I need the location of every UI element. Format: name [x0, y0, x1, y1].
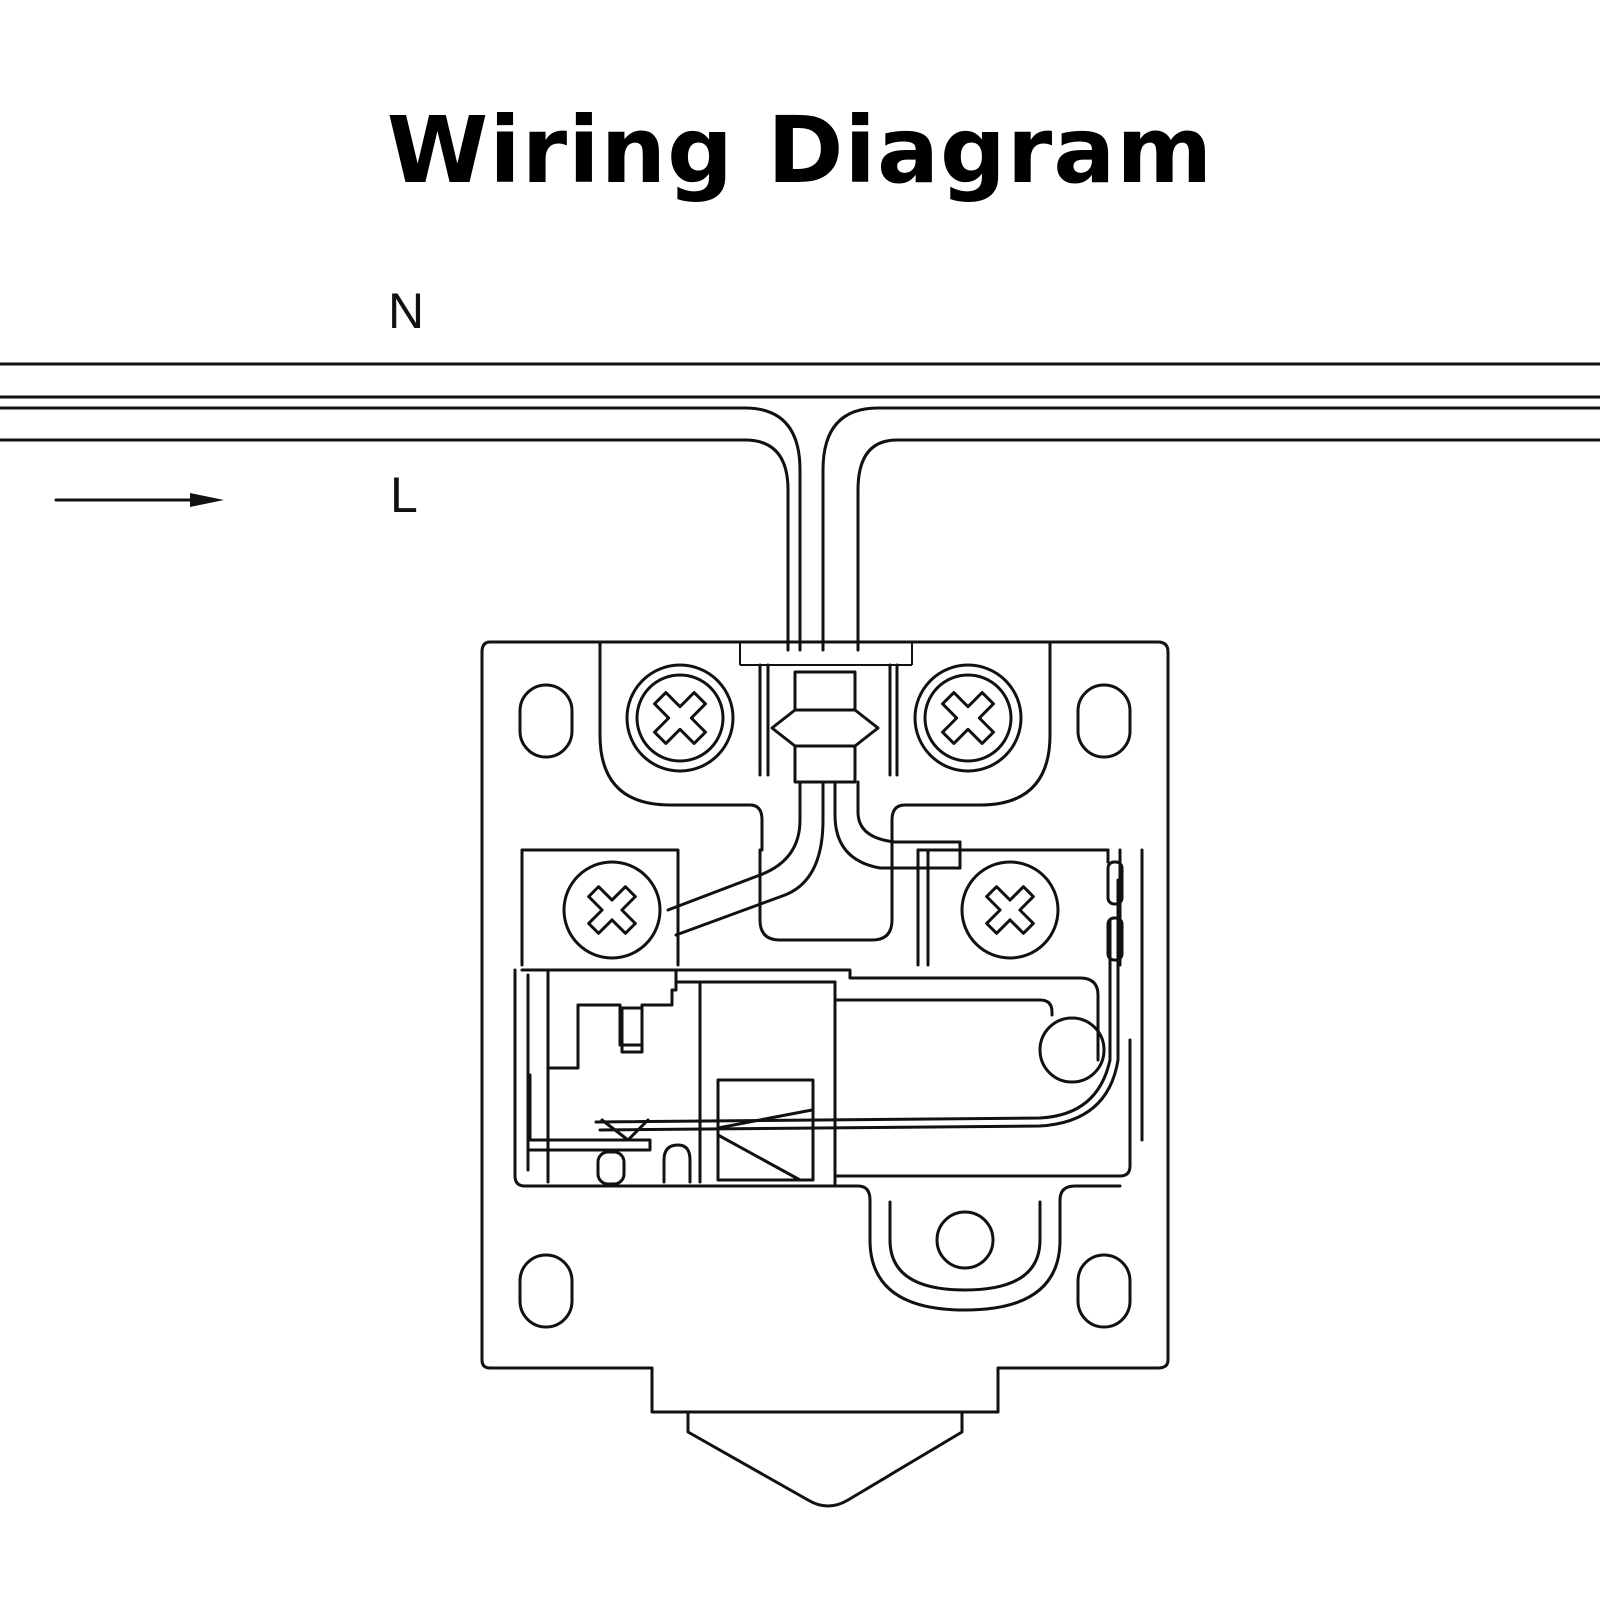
page-title: Wiring Diagram	[386, 97, 1214, 204]
terminal-screw-top-left	[625, 663, 735, 773]
switch-housing	[480, 640, 1170, 1508]
actuator-boss	[833, 1184, 1122, 1312]
lower-terminal-block	[520, 848, 1144, 1142]
actuator-plunger	[686, 1410, 964, 1508]
mounting-hole	[1076, 1253, 1132, 1329]
live-wire-branch-inner	[0, 438, 1600, 652]
microswitch	[513, 878, 1132, 1188]
terminal-screw-bottom-left	[562, 860, 662, 960]
mounting-hole	[518, 683, 574, 759]
terminal-screw-bottom-right	[960, 860, 1060, 960]
live-wire-branch-outer	[0, 406, 1600, 652]
live-label: L	[390, 467, 418, 523]
terminal-screw-top-right	[913, 663, 1023, 773]
mounting-hole	[1076, 683, 1132, 759]
right-arrow-icon	[54, 493, 224, 507]
cable-clamp	[770, 670, 880, 784]
mounting-hole	[518, 1253, 574, 1329]
pivot-hole-icon	[935, 1210, 995, 1270]
neutral-label: N	[388, 283, 425, 339]
